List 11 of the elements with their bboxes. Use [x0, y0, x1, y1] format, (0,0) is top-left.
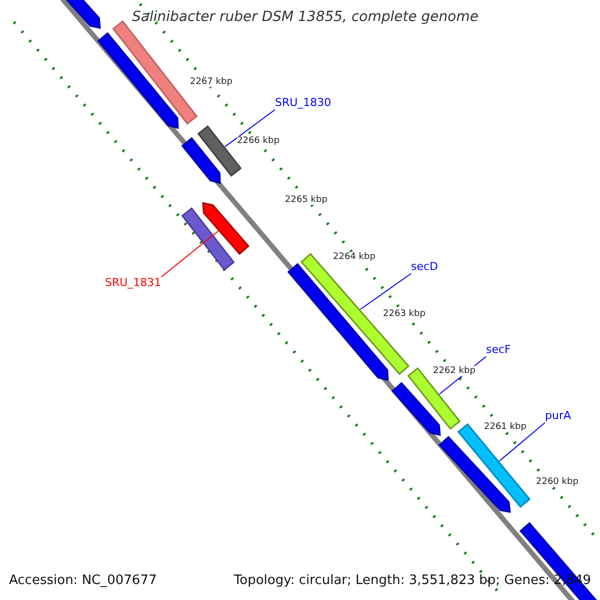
accession-text: Accession: NC_007677 — [9, 574, 157, 589]
title-text: Salinibacter ruber DSM 13855, complete genome — [132, 9, 478, 26]
scale-label: 2264 kbp — [333, 252, 376, 262]
scale-label: 2260 kbp — [536, 477, 578, 488]
scale-label: 2261 kbp — [484, 422, 526, 432]
scale-label: 2267 kbp — [190, 77, 232, 88]
scale-label: 2263 kbp — [383, 309, 426, 320]
scale-label: 2265 kbp — [285, 195, 328, 206]
scale-label: 2262 kbp — [433, 366, 476, 376]
scale-label: 2266 kbp — [237, 136, 280, 146]
genome-summary-text: Topology: circular; Length: 3,551,823 bp; Genes: 2,849 — [234, 574, 591, 589]
